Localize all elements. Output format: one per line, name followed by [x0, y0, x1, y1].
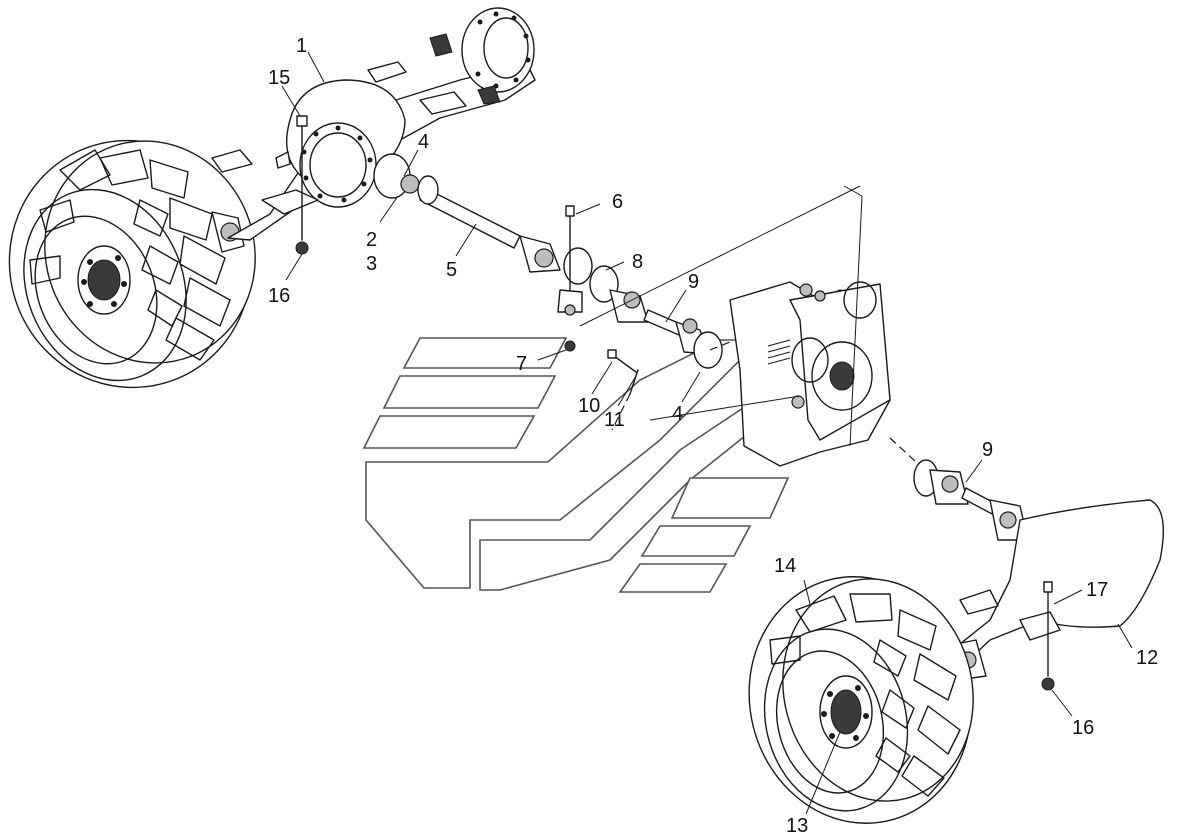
callout-labels: 1 2 3 4 4 5 6 7 8 9 9 10 11 12 13 14 15 … [268, 35, 1158, 837]
callout-3: 3 [366, 253, 377, 275]
callout-6: 6 [612, 191, 623, 213]
left-wheel-tire [8, 139, 256, 389]
front-mount-bolts [275, 115, 309, 255]
callout-15: 15 [268, 67, 290, 89]
callout-16-rear: 16 [1072, 717, 1094, 739]
callout-7: 7 [516, 353, 527, 375]
watermark-logo [362, 337, 792, 593]
front-axle-housing [211, 7, 536, 241]
callout-8: 8 [632, 251, 643, 273]
callout-13: 13 [786, 815, 808, 837]
callout-12: 12 [1136, 647, 1158, 669]
callout-10: 10 [578, 395, 600, 417]
callout-9-front: 9 [688, 271, 699, 293]
outline-lines [579, 185, 863, 447]
rear-axle-housing [939, 499, 1165, 691]
front-propeller-shaft [417, 175, 723, 431]
callout-2: 2 [366, 229, 377, 251]
callout-11: 11 [604, 409, 625, 431]
leader-lines [281, 51, 1133, 815]
right-wheel-tire [748, 576, 974, 824]
callout-1: 1 [296, 35, 307, 57]
callout-17: 17 [1086, 579, 1108, 601]
callout-4-gearbox: 4 [672, 403, 683, 425]
callout-5: 5 [446, 259, 457, 281]
callout-9-rear: 9 [982, 439, 993, 461]
transfer-gearbox [729, 281, 891, 467]
callout-4-front: 4 [418, 131, 429, 153]
rear-propeller-shaft [913, 459, 1029, 541]
centerlines [709, 341, 917, 463]
callout-16-front: 16 [268, 285, 290, 307]
callout-14: 14 [774, 555, 796, 577]
